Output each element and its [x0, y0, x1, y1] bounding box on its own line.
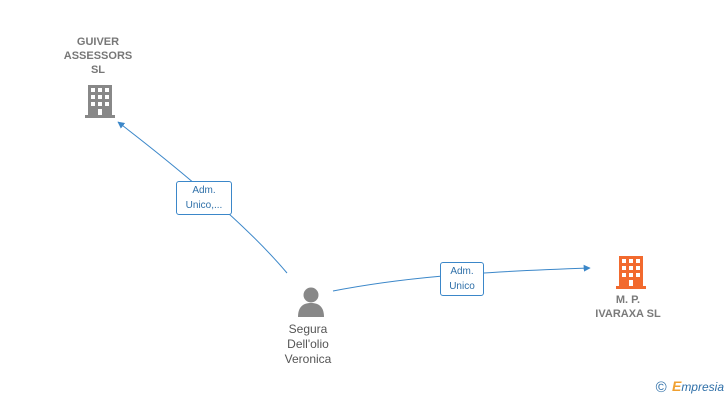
- building-icon-highlighted[interactable]: [616, 256, 646, 289]
- label-line: GUIVER: [76, 36, 120, 48]
- person-label[interactable]: Segura Dell'olio Veronica: [258, 322, 358, 367]
- label-line: ASSESSORS: [63, 50, 133, 62]
- copyright-icon: ©: [655, 379, 667, 396]
- building-icon[interactable]: [85, 85, 115, 118]
- label-line: Segura: [288, 322, 328, 336]
- brand-name: mpresia: [681, 380, 724, 394]
- company-label-ivaraxa[interactable]: M. P. IVARAXA SL: [578, 293, 678, 321]
- edge-label-line: Unico,...: [185, 200, 223, 211]
- edge-label-line: Unico: [449, 281, 475, 292]
- label-line: M. P.: [615, 294, 641, 306]
- label-line: Dell'olio: [287, 337, 329, 351]
- edge-label-guiver[interactable]: Adm. Unico,...: [176, 181, 232, 215]
- edge-label-ivaraxa[interactable]: Adm. Unico: [440, 262, 484, 296]
- brand-initial: E: [671, 378, 682, 394]
- edge-label-line: Adm.: [192, 185, 216, 196]
- brand-watermark: © Empresia: [656, 378, 724, 396]
- edge-label-line: Adm.: [450, 266, 474, 277]
- company-label-guiver[interactable]: GUIVER ASSESSORS SL: [48, 35, 148, 77]
- label-line: Veronica: [284, 352, 332, 366]
- label-line: IVARAXA SL: [595, 308, 661, 320]
- label-line: SL: [90, 64, 106, 76]
- person-icon[interactable]: [298, 287, 324, 318]
